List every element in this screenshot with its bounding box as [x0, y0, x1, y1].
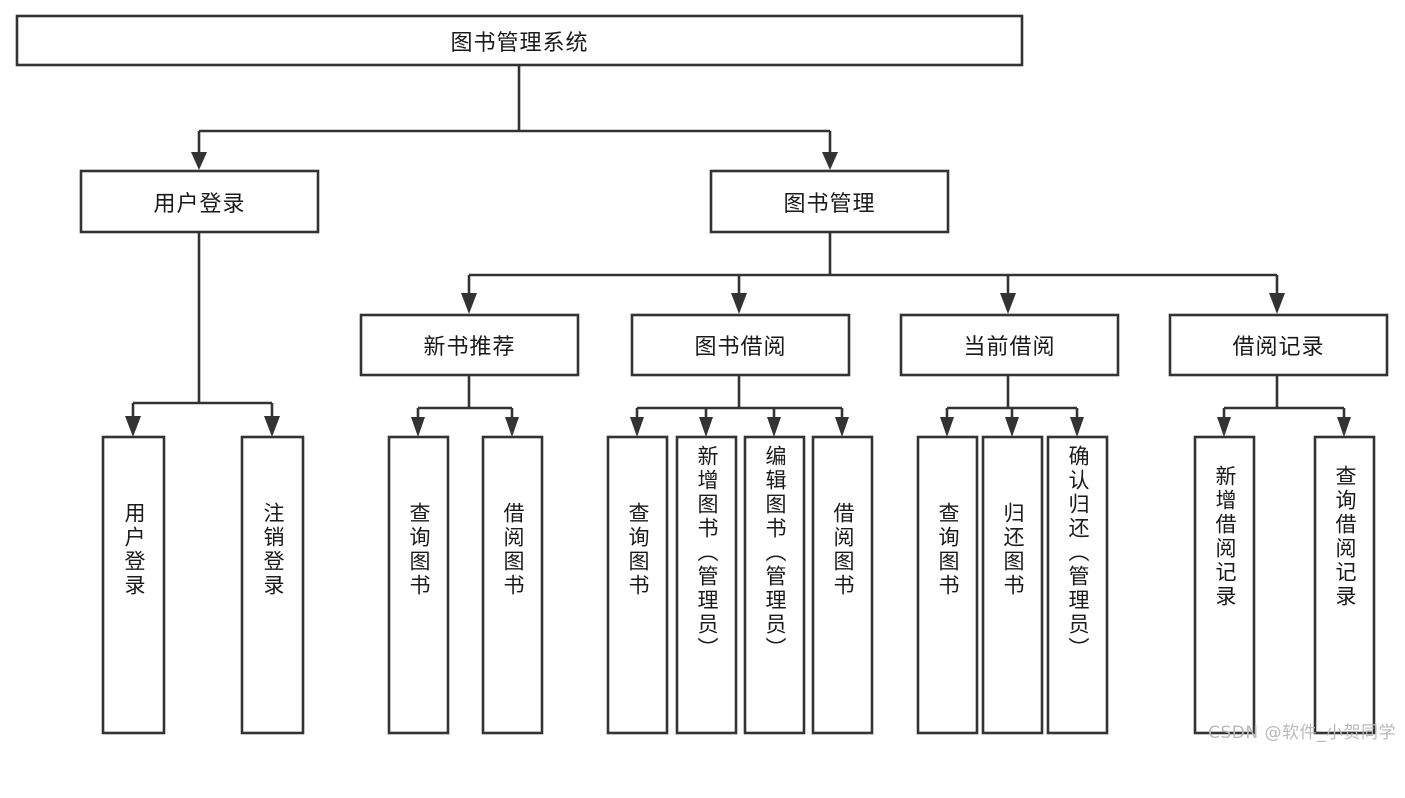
node-box-user-login[interactable]: [79, 169, 320, 234]
edges-group: [125, 65, 1351, 437]
node-box-leaf-record-add[interactable]: [1193, 435, 1256, 735]
boxes-group: [15, 14, 1389, 735]
arrowhead-bookborrow-leaf1: [630, 417, 644, 437]
node-box-leaf-current-query[interactable]: [916, 435, 979, 735]
node-box-leaf-borrow-add[interactable]: [675, 435, 738, 735]
arrowhead-bookborrow-leaf2: [699, 417, 713, 437]
node-box-book-manage[interactable]: [709, 169, 950, 234]
node-box-leaf-logout[interactable]: [240, 435, 305, 735]
node-box-leaf-borrow-query[interactable]: [606, 435, 669, 735]
arrowhead-currentborrow-leaf3: [1070, 417, 1084, 437]
arrowhead-borrow-record: [1269, 293, 1285, 314]
node-box-new-book-recommend[interactable]: [359, 313, 580, 377]
arrowhead-bookborrow-leaf3: [767, 417, 781, 437]
node-box-leaf-record-query[interactable]: [1313, 435, 1376, 735]
node-box-leaf-current-confirm[interactable]: [1046, 435, 1109, 735]
arrowhead-leaf-user-login: [125, 416, 141, 437]
node-box-leaf-borrow-lend[interactable]: [811, 435, 874, 735]
arrowhead-book-borrow: [731, 293, 747, 314]
flowchart-diagram: 图书管理系统 用户登录 图书管理 新书推荐 图书借阅 当前借阅 借阅记录 用户登…: [15, 14, 1396, 743]
node-box-root[interactable]: [15, 14, 1024, 67]
node-box-current-borrow[interactable]: [899, 313, 1120, 377]
arrowhead-currentborrow-leaf2: [1005, 417, 1019, 437]
arrowhead-new-book: [461, 293, 477, 314]
arrowhead-current-borrow: [1000, 293, 1016, 314]
node-box-leaf-newbook-query[interactable]: [387, 435, 450, 735]
arrowhead-newbook-leaf2: [505, 417, 519, 437]
arrowhead-user-login: [191, 152, 207, 170]
node-box-borrow-record[interactable]: [1168, 313, 1389, 377]
node-box-leaf-borrow-edit[interactable]: [743, 435, 806, 735]
arrowhead-borrowrecord-leaf1: [1217, 417, 1231, 437]
node-box-leaf-current-return[interactable]: [981, 435, 1044, 735]
arrowhead-currentborrow-leaf1: [940, 417, 954, 437]
node-box-book-borrow[interactable]: [630, 313, 851, 377]
node-box-leaf-newbook-borrow[interactable]: [481, 435, 544, 735]
node-box-leaf-user-login[interactable]: [101, 435, 166, 735]
arrowhead-bookborrow-leaf4: [835, 417, 849, 437]
arrowhead-book-manage: [822, 152, 838, 170]
arrowhead-leaf-logout: [264, 416, 280, 437]
tree-svg-canvas: [15, 14, 1389, 735]
arrowhead-borrowrecord-leaf2: [1337, 417, 1351, 437]
arrowhead-newbook-leaf1: [411, 417, 425, 437]
